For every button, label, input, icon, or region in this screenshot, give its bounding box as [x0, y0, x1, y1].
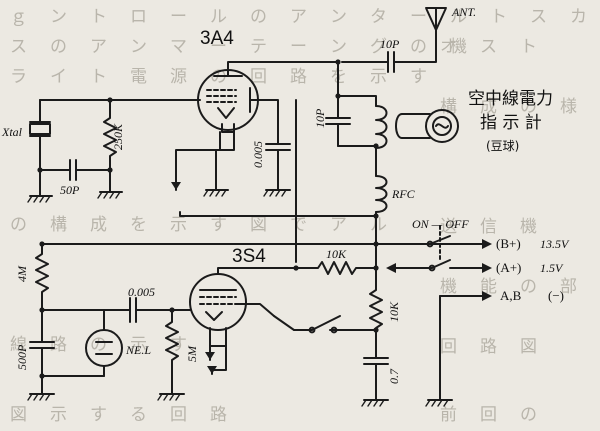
- capacitor-10p-side-label: 10P: [313, 108, 327, 128]
- output-bplus-terminal: (B+): [496, 236, 521, 251]
- output-minus-terminal: A,B: [500, 288, 522, 303]
- capacitor-500p: [27, 309, 105, 401]
- output-bplus: [426, 235, 492, 249]
- node-tank-bottom: [373, 143, 379, 149]
- output-aplus-terminal: (A+): [496, 260, 521, 275]
- output-bplus-value: 13.5V: [540, 237, 570, 251]
- node-plate-top: [335, 59, 341, 65]
- svg-text:送 信 機: 送 信 機: [440, 217, 540, 237]
- meter-title-line1: 空中線電力: [468, 89, 553, 109]
- resistor-250k-label: 250K: [111, 123, 125, 150]
- ground-filament: [203, 189, 229, 197]
- screen-wire: [249, 99, 279, 145]
- svg-text:ス の ア ン マ ー テ ー ン グ の 機: ス の ア ン マ ー テ ー ン グ の 機: [10, 37, 470, 57]
- screen-feed-wire: [179, 211, 377, 217]
- svg-text:機 能 の 部: 機 能 の 部: [440, 277, 580, 297]
- capacitor-0005-upper: [263, 143, 291, 197]
- svg-text:構 成 の 様: 構 成 の 様: [440, 97, 580, 117]
- capacitor-07-label: 0.7: [387, 368, 401, 384]
- filament-wire-right: [215, 131, 235, 191]
- output-aplus-value: 1.5V: [540, 261, 564, 275]
- svg-text:図 示 す る 回 路: 図 示 す る 回 路: [10, 405, 230, 425]
- svg-text:回 路 図: 回 路 図: [440, 337, 540, 357]
- node-rfc-out: [373, 213, 379, 219]
- svg-text:前 回 の: 前 回 の: [440, 405, 540, 425]
- capacitor-500p-label: 500P: [15, 344, 29, 370]
- key-switch: [273, 315, 377, 334]
- antenna: [401, 7, 447, 63]
- resistor-5m-label: 5M: [185, 345, 199, 362]
- resistor-10k-vertical-label: 10K: [387, 301, 401, 322]
- crystal-label: Xtal: [1, 125, 23, 139]
- svg-text:オ ス ト: オ ス ト: [440, 37, 540, 57]
- svg-text:線 路 の 示 す: 線 路 の 示 す: [10, 335, 190, 355]
- resistor-4m: [35, 243, 49, 311]
- node-key: [373, 327, 379, 333]
- neon-lamp: [85, 309, 123, 377]
- ground-250k: [97, 191, 123, 199]
- svg-text:ｇ ン ト ロ ー ル の ア ン タ ー ル ト ス カ: ｇ ン ト ロ ー ル の ア ン タ ー ル ト ス カ: [10, 7, 590, 27]
- output-minus-value: (−): [548, 288, 564, 303]
- tube-3s4-label: 3S4: [232, 246, 266, 267]
- capacitor-10p-top-label: 10P: [380, 37, 400, 51]
- filament-wire-left: [175, 131, 221, 191]
- capacitor-10p-top: [341, 51, 403, 73]
- output-minus: [425, 291, 492, 407]
- tank-top-wire: [337, 95, 377, 107]
- tube-3a4-label: 3A4: [200, 28, 234, 49]
- arrow-down-lower-left: [205, 352, 215, 360]
- capacitor-07: [361, 357, 389, 407]
- capacitor-10p-side: [325, 95, 351, 147]
- tube-3s4: [189, 267, 297, 347]
- meter-pickup: [395, 109, 459, 143]
- resistor-5m: [157, 309, 185, 401]
- meter-title-line3: (豆球): [486, 139, 519, 153]
- arrow-down-left: [171, 182, 181, 190]
- tank-coil: [375, 105, 388, 149]
- crystal: [29, 99, 51, 171]
- capacitor-50p-label: 50P: [60, 183, 80, 197]
- neon-lamp-label: NE.L: [125, 343, 151, 357]
- meter-title-line2: 指 示 計: [480, 113, 542, 133]
- capacitor-0005-lower-label: 0.005: [128, 285, 155, 299]
- capacitor-0005-upper-label: 0.005: [251, 141, 265, 168]
- resistor-10k-vertical: [369, 267, 383, 359]
- antenna-label: ANT.: [451, 5, 476, 19]
- capacitor-50p: [37, 159, 113, 197]
- resistor-250k: [103, 107, 117, 193]
- rfc-label: RFC: [391, 187, 416, 201]
- node-grid: [107, 97, 113, 103]
- ground-crystal: [27, 195, 53, 203]
- switch-label: ON — OFF: [412, 217, 469, 231]
- svg-text:の 構 成 を 示 す 図 で ア ル: の 構 成 を 示 す 図 で ア ル: [10, 215, 390, 235]
- output-aplus: [386, 225, 492, 273]
- resistor-10k-horizontal-label: 10K: [326, 247, 347, 261]
- arrow-down-lower: [207, 366, 217, 374]
- resistor-4m-label: 4M: [15, 265, 29, 282]
